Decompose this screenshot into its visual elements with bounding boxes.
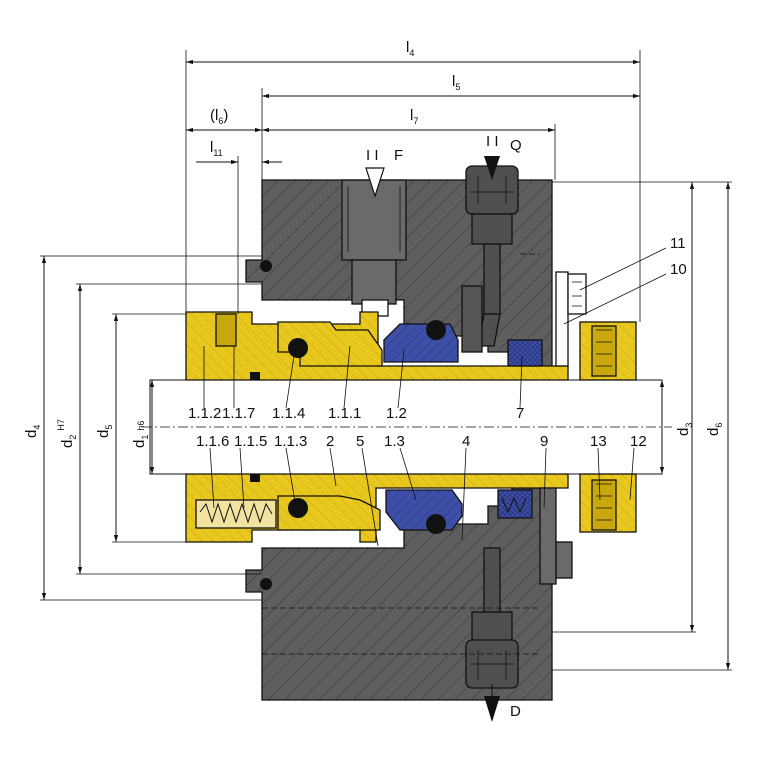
- dim-d4: d4: [23, 425, 42, 438]
- quench-port-Q: [461, 156, 519, 353]
- dim-l5: l5: [452, 73, 460, 92]
- drain-port-D: [465, 547, 519, 722]
- set-screw-upper: [215, 313, 237, 347]
- part-label-1-1-2: 1.1.2: [188, 405, 221, 422]
- port-mark-F: I I: [366, 147, 379, 164]
- rotating-unit-lower: [195, 474, 381, 531]
- dim-l4: l4: [406, 39, 414, 58]
- spring-icon: [199, 502, 273, 524]
- part-label-13: 13: [590, 433, 607, 450]
- part-label-1-1-7: 1.1.7: [222, 405, 255, 422]
- label-Q: Q: [510, 137, 522, 154]
- dimension-lines: [40, 50, 732, 671]
- oring-1-1-3: [288, 498, 308, 518]
- part-label-1-1-5: 1.1.5: [234, 433, 267, 450]
- part-label-1-3: 1.3: [384, 433, 405, 450]
- spring-housing: [195, 499, 277, 529]
- port-mark-Q: I I: [486, 133, 499, 150]
- part-label-1-1-1: 1.1.1: [328, 405, 361, 422]
- part-label-4: 4: [462, 433, 470, 450]
- dim-l7: l7: [410, 107, 418, 126]
- rotating-unit-upper: [215, 313, 383, 380]
- dim-d3: d3: [675, 423, 694, 436]
- part-label-1-1-4: 1.1.4: [272, 405, 305, 422]
- part-label-7: 7: [516, 405, 524, 422]
- housing-oring-upper: [260, 260, 272, 272]
- part-label-9: 9: [540, 433, 548, 450]
- dim-l6: (l6): [210, 107, 228, 126]
- lip-seal-7: [497, 339, 543, 519]
- retainer-plate: [539, 271, 587, 585]
- part-numbers-right: 11 10: [670, 235, 687, 278]
- drive-collar: [579, 321, 637, 533]
- label-F: F: [394, 147, 403, 164]
- dim-d5: d5: [95, 425, 114, 438]
- stationary-seat: [383, 320, 463, 534]
- seat-oring-lower: [426, 514, 446, 534]
- dim-l11: l11: [210, 139, 223, 158]
- seat-oring-upper: [426, 320, 446, 340]
- port-labels: I I F I I Q D: [366, 133, 522, 720]
- housing-oring-lower: [260, 578, 272, 590]
- leader-lines: [203, 247, 667, 547]
- oring-1-1-4: [288, 338, 308, 358]
- flush-port-F: [341, 167, 407, 317]
- dim-d6: d6: [705, 423, 724, 436]
- part-numbers-lower: 1.1.6 1.1.5 1.1.3 2 5 1.3 4 9 13 12: [196, 433, 647, 450]
- part-label-11: 11: [670, 235, 686, 252]
- part-label-5: 5: [356, 433, 364, 450]
- part-label-2: 2: [326, 433, 334, 450]
- part-label-12: 12: [630, 433, 647, 450]
- part-label-1-1-3: 1.1.3: [274, 433, 307, 450]
- label-D: D: [510, 703, 521, 720]
- shaft: [149, 379, 663, 475]
- part-label-1-2: 1.2: [386, 405, 407, 422]
- part-label-10: 10: [670, 261, 687, 278]
- part-label-1-1-6: 1.1.6: [196, 433, 229, 450]
- dimension-labels: l4 l5 (l6) l7 l11 d4 d2H7 d5 d1h6 d3 d6: [23, 39, 724, 448]
- dim-d2: d2H7: [56, 419, 78, 448]
- dim-d1: d1h6: [131, 421, 150, 448]
